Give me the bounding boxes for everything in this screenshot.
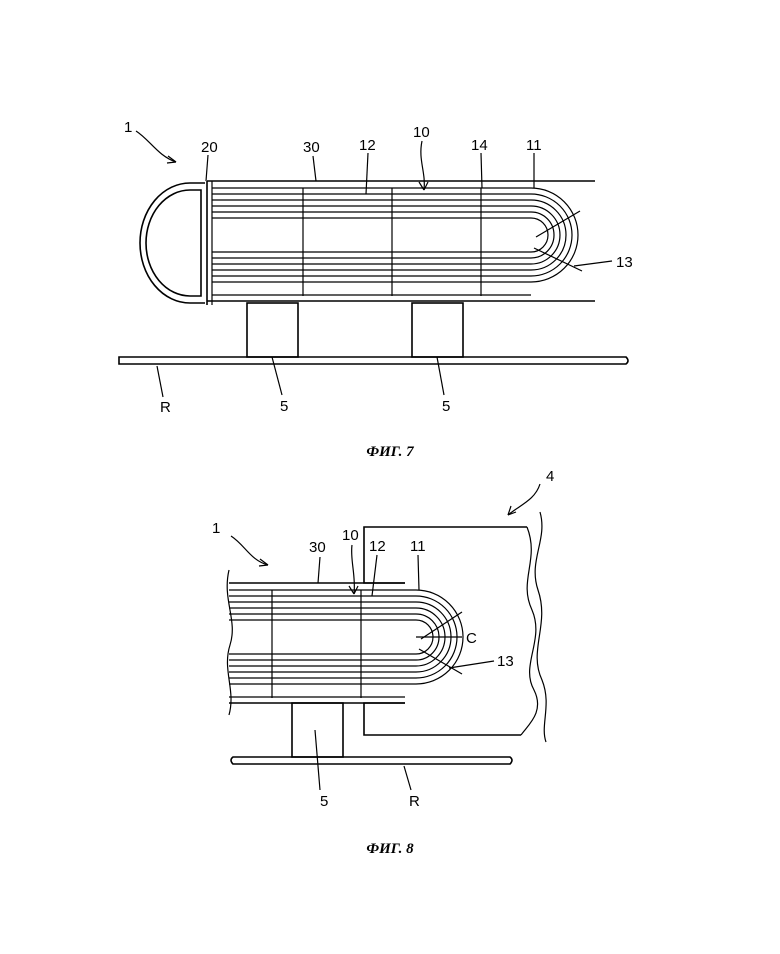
label-tube-layer: 12 xyxy=(369,538,386,555)
leader-5b xyxy=(437,357,444,395)
label-frame: 30 xyxy=(309,539,326,556)
leader-10-arrow xyxy=(419,182,428,190)
caption-fig7: ФИГ. 7 xyxy=(366,444,414,460)
u-tube-bundle xyxy=(212,188,578,282)
label-tube: 11 xyxy=(526,137,542,154)
housing-top xyxy=(364,527,527,583)
leader-10 xyxy=(352,545,355,594)
label-device: 1 xyxy=(124,119,132,136)
label-spacer: 14 xyxy=(471,137,488,154)
label-device: 1 xyxy=(212,520,220,537)
figure-8: 1 4 30 10 12 11 C 13 5 R ФИГ. 8 xyxy=(212,468,554,857)
figure-7: 1 20 30 12 10 14 11 13 R 5 5 ФИГ. 7 xyxy=(119,119,633,460)
leader-14 xyxy=(481,153,482,188)
header-dome-inner xyxy=(146,190,201,296)
label-support-a: 5 xyxy=(280,398,288,415)
rail xyxy=(231,757,512,764)
support xyxy=(292,703,343,757)
leader-R xyxy=(404,766,411,790)
label-frame: 30 xyxy=(303,139,320,156)
caption-fig8: ФИГ. 8 xyxy=(366,841,414,857)
label-rail: R xyxy=(409,793,420,810)
label-support-b: 5 xyxy=(442,398,450,415)
rail xyxy=(119,357,628,364)
leader-5a xyxy=(272,357,282,395)
leader-10 xyxy=(421,141,424,190)
label-rail: R xyxy=(160,399,171,416)
label-tube: 11 xyxy=(410,538,426,555)
leader-1-arrow xyxy=(167,156,176,163)
support-left xyxy=(247,303,298,357)
leader-4 xyxy=(508,484,540,515)
header-dome-outer xyxy=(140,183,205,303)
leader-30 xyxy=(313,156,316,181)
label-center: C xyxy=(466,630,477,647)
leader-20 xyxy=(206,155,208,181)
leader-30 xyxy=(318,557,320,583)
label-bend: 13 xyxy=(497,653,514,670)
label-housing: 4 xyxy=(546,468,554,485)
support-right xyxy=(412,303,463,357)
leader-5 xyxy=(315,730,320,790)
label-tube-layer: 12 xyxy=(359,137,376,154)
label-support: 5 xyxy=(320,793,328,810)
left-break-line xyxy=(227,570,232,715)
label-end-plate: 20 xyxy=(201,139,218,156)
label-tube-bundle: 10 xyxy=(342,527,359,544)
leader-R xyxy=(157,366,163,397)
label-tube-bundle: 10 xyxy=(413,124,430,141)
housing-break-line xyxy=(521,527,538,735)
leader-13 xyxy=(574,261,612,266)
leader-11 xyxy=(418,555,419,590)
label-bend: 13 xyxy=(616,254,633,271)
housing-bottom xyxy=(364,703,521,735)
